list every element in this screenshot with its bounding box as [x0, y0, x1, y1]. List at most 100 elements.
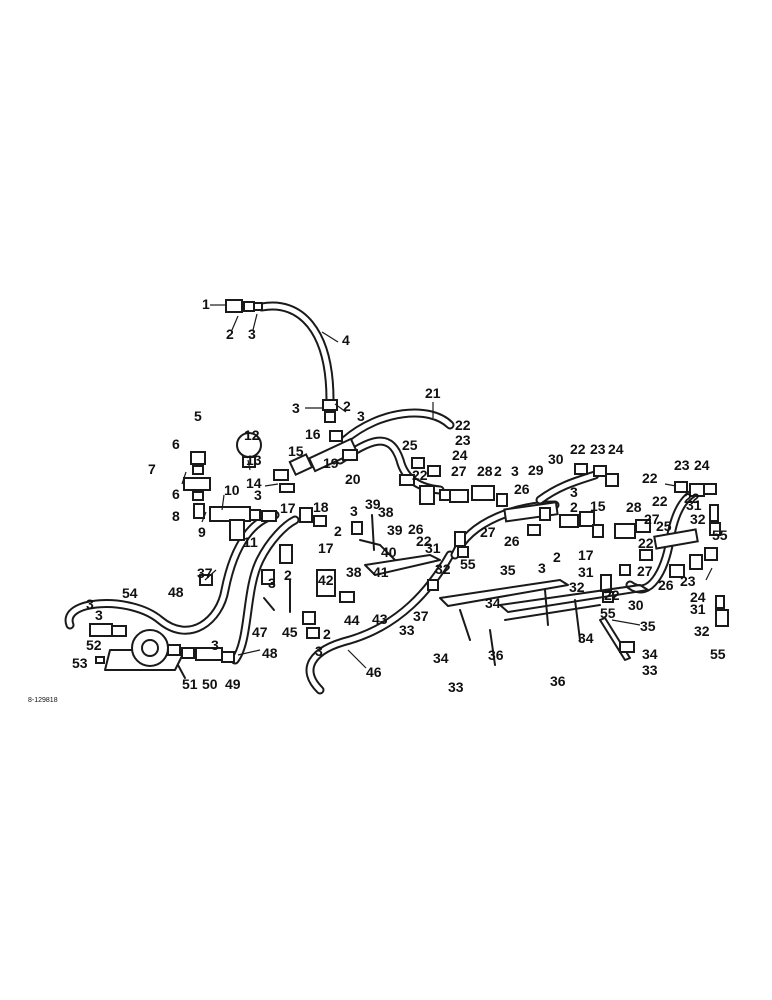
callout-4: 4	[342, 332, 350, 348]
callout-37: 37	[413, 608, 429, 624]
callout-55: 55	[600, 605, 616, 621]
callout-12: 12	[244, 427, 260, 443]
callout-45: 45	[282, 624, 298, 640]
callout-27: 27	[480, 524, 496, 540]
callout-1: 1	[202, 296, 210, 312]
drawbar-frame	[439, 579, 649, 666]
callout-34: 34	[578, 630, 594, 646]
callout-31: 31	[578, 564, 594, 580]
callout-17: 17	[280, 500, 296, 516]
callout-38: 38	[346, 564, 362, 580]
callout-22: 22	[412, 467, 428, 483]
callout-7: 7	[148, 461, 156, 477]
callout-50: 50	[202, 676, 218, 692]
callout-27: 27	[451, 463, 467, 479]
callout-3: 3	[268, 575, 276, 591]
callout-26: 26	[514, 481, 530, 497]
callout-26: 26	[504, 533, 520, 549]
callout-22: 22	[638, 535, 654, 551]
callout-16: 16	[305, 426, 321, 442]
callout-53: 53	[72, 655, 88, 671]
callout-34: 34	[433, 650, 449, 666]
callout-49: 49	[225, 676, 241, 692]
callout-22: 22	[642, 470, 658, 486]
callout-2: 2	[284, 567, 292, 583]
callout-55: 55	[710, 646, 726, 662]
callout-55: 55	[712, 527, 728, 543]
callout-26: 26	[658, 577, 674, 593]
valve-body	[316, 569, 336, 597]
callout-32: 32	[690, 511, 706, 527]
callout-33: 33	[642, 662, 658, 678]
callout-22: 22	[416, 533, 432, 549]
callout-32: 32	[435, 561, 451, 577]
callout-2: 2	[494, 463, 502, 479]
callout-2: 2	[553, 549, 561, 565]
callout-24: 24	[452, 447, 468, 463]
callout-43: 43	[372, 611, 388, 627]
callout-30: 30	[628, 597, 644, 613]
callout-22: 22	[684, 490, 700, 506]
callout-17: 17	[318, 540, 334, 556]
callout-40: 40	[381, 544, 397, 560]
callout-36: 36	[550, 673, 566, 689]
callout-34: 34	[485, 595, 501, 611]
callout-17: 17	[578, 547, 594, 563]
callout-13: 13	[246, 452, 262, 468]
callout-39: 39	[387, 522, 403, 538]
callout-6: 6	[172, 486, 180, 502]
callout-33: 33	[448, 679, 464, 695]
callout-32: 32	[569, 579, 585, 595]
leader-lines	[181, 304, 713, 669]
callout-22: 22	[652, 493, 668, 509]
callout-42: 42	[318, 572, 334, 588]
callout-3: 3	[248, 326, 256, 342]
callout-39: 39	[365, 496, 381, 512]
callout-24: 24	[690, 589, 706, 605]
callout-labels: 1 2 3 4 3 2 21 3 5 6 7 6 8 9 10 11 3 12 …	[72, 296, 728, 695]
callout-3: 3	[538, 560, 546, 576]
callout-24: 24	[608, 441, 624, 457]
callout-35: 35	[640, 618, 656, 634]
callout-19: 19	[323, 455, 339, 471]
callout-3: 3	[315, 643, 323, 659]
callout-29: 29	[528, 462, 544, 478]
callout-3: 3	[357, 408, 365, 424]
manifold-block	[307, 437, 359, 473]
callout-31: 31	[686, 497, 702, 513]
callout-34: 34	[642, 646, 658, 662]
pump-assembly	[89, 623, 235, 679]
callout-11: 11	[243, 534, 258, 550]
callout-30: 30	[548, 451, 564, 467]
callout-3: 3	[211, 637, 219, 653]
callout-2: 2	[334, 523, 342, 539]
callout-25: 25	[402, 437, 418, 453]
callout-2: 2	[570, 499, 578, 515]
callout-15: 15	[590, 498, 606, 514]
callout-8: 8	[172, 508, 180, 524]
callout-26: 26	[408, 521, 424, 537]
callout-2: 2	[323, 626, 331, 642]
callout-22: 22	[570, 441, 586, 457]
callout-14: 14	[246, 475, 262, 491]
fittings	[183, 299, 729, 639]
callout-3: 3	[350, 503, 358, 519]
callout-48: 48	[168, 584, 184, 600]
callout-28: 28	[626, 499, 642, 515]
callout-3: 3	[570, 484, 578, 500]
callout-23: 23	[455, 432, 471, 448]
callout-3: 3	[86, 596, 94, 612]
callout-27: 27	[637, 563, 653, 579]
callout-22: 22	[455, 417, 471, 433]
callout-47: 47	[252, 624, 268, 640]
callout-6: 6	[172, 436, 180, 452]
callout-36: 36	[488, 647, 504, 663]
tee-fitting-1	[225, 299, 243, 313]
callout-27: 27	[644, 511, 660, 527]
callout-20: 20	[345, 471, 361, 487]
callout-44: 44	[344, 612, 360, 628]
callout-22: 22	[604, 587, 620, 603]
callout-55: 55	[460, 556, 476, 572]
callout-25: 25	[656, 518, 672, 534]
